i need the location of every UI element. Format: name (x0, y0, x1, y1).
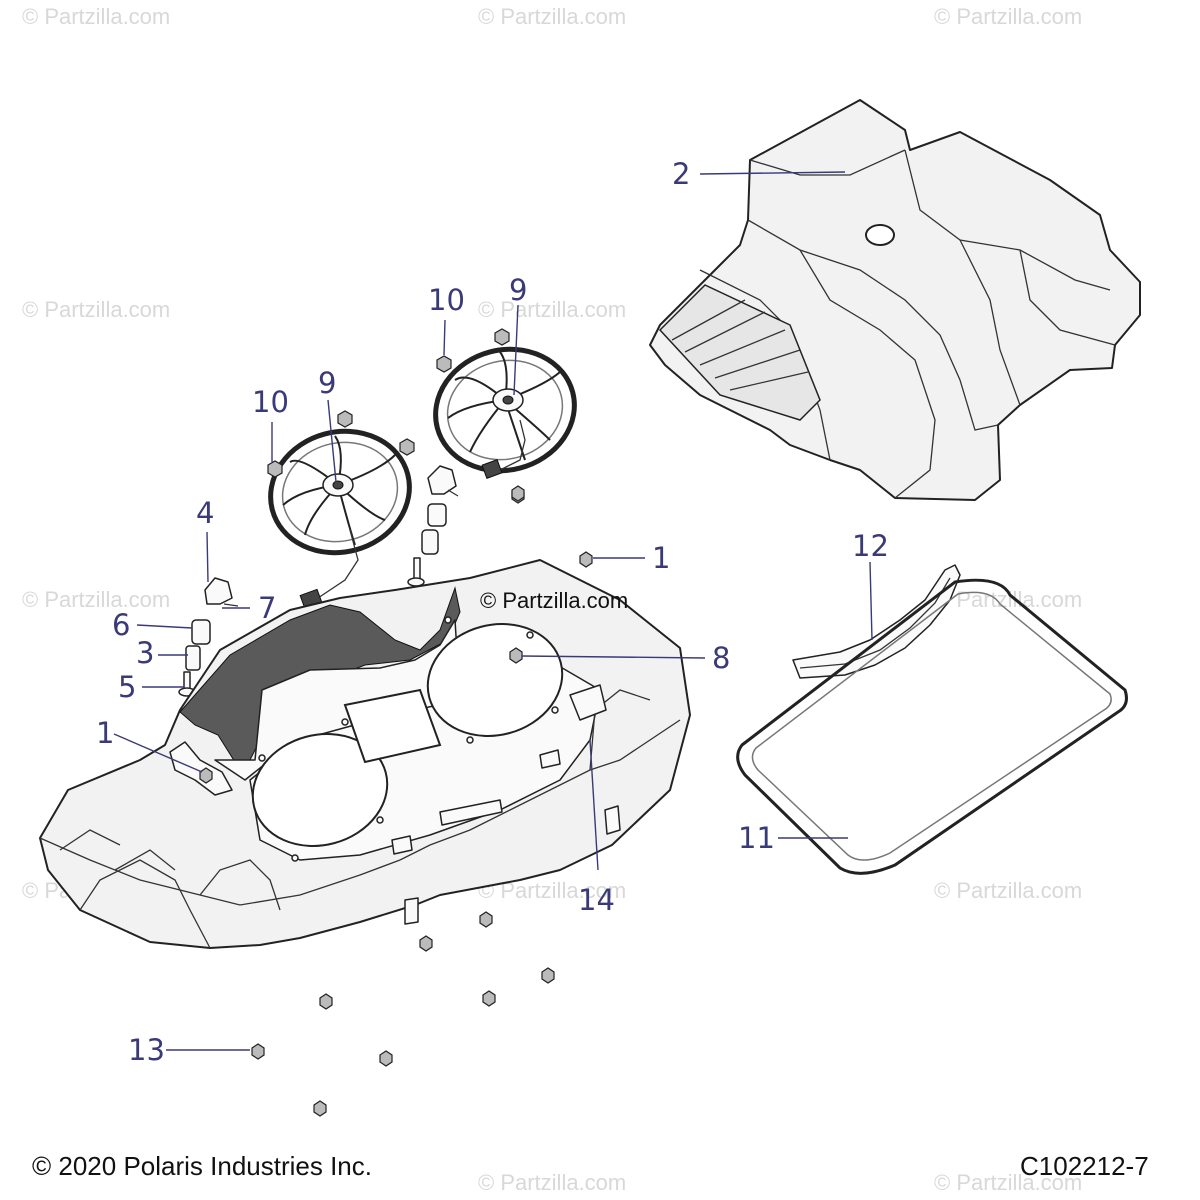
watermark: © Partzilla.com (934, 1170, 1082, 1195)
callout-9-left: 9 (318, 366, 336, 400)
leader-line (513, 304, 519, 396)
part-6-grommet (191, 619, 211, 645)
leader-line (136, 624, 193, 629)
part-4-bracket (204, 577, 233, 605)
callout-14: 14 (578, 883, 615, 917)
callout-1-panel: 1 (96, 716, 114, 750)
callout-13: 13 (128, 1033, 165, 1067)
part-9-cooling-fan-left: 10 9 (252, 366, 415, 610)
part-11-seal-ring: 11 (736, 578, 1128, 875)
callout-9-right: 9 (509, 273, 527, 307)
watermark: © Partzilla.com (478, 297, 626, 322)
watermark: © Partzilla.com (478, 4, 626, 29)
leader-line (699, 171, 846, 175)
part-3-spacer (185, 645, 201, 671)
leader-line (113, 733, 203, 773)
leader-line (589, 739, 599, 871)
watermark: © Partzilla.com (22, 4, 170, 29)
callout-1-upper: 1 (652, 541, 670, 575)
callout-10-right: 10 (428, 283, 465, 317)
watermark: © Partzilla.com (934, 878, 1082, 903)
diagram-code: C102212-7 (1020, 1151, 1149, 1181)
watermark: © Partzilla.com (478, 1170, 626, 1195)
callout-12: 12 (852, 529, 889, 563)
callout-5: 5 (118, 670, 136, 704)
part-1-bolt-upper: 1 (579, 541, 670, 575)
part-7-pin (223, 603, 239, 607)
part-9-cooling-fan-right: 10 9 (428, 273, 577, 504)
callout-8: 8 (712, 641, 730, 675)
callout-6: 6 (112, 608, 130, 642)
leader-line (327, 399, 337, 483)
copyright-footer: © 2020 Polaris Industries Inc. (32, 1151, 372, 1181)
part-13-screws: 13 (128, 911, 555, 1117)
part-2-hood-cover: 2 (649, 99, 1141, 501)
watermark: © Partzilla.com (22, 587, 170, 612)
mount-stack-left: 4 7 6 3 5 (112, 496, 276, 704)
callout-7: 7 (258, 591, 276, 625)
center-watermark: © Partzilla.com (480, 588, 628, 613)
callout-2: 2 (672, 157, 690, 191)
watermark: © Partzilla.com (22, 297, 170, 322)
watermark: © Partzilla.com (934, 4, 1082, 29)
callout-11: 11 (738, 821, 775, 855)
callout-10-left: 10 (252, 385, 289, 419)
leader-line (521, 655, 706, 659)
callout-4: 4 (196, 496, 214, 530)
leader-line (206, 531, 209, 583)
mount-stack-right (407, 465, 525, 587)
leader-line (443, 319, 446, 356)
leader-line (869, 561, 873, 641)
watermarks: © Partzilla.com © Partzilla.com © Partzi… (22, 4, 1082, 1195)
part-14-rear-panel: 1 8 14 (39, 559, 730, 949)
callout-3: 3 (136, 636, 154, 670)
